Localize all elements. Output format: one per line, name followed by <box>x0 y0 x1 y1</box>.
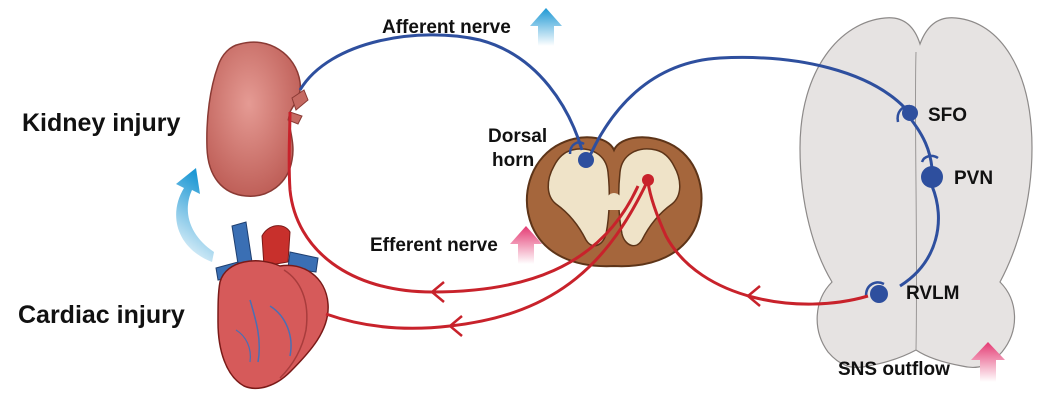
afferent-kidney-to-dorsal-horn-line <box>298 33 584 151</box>
heart-icon <box>215 221 329 390</box>
dorsal-horn-neuron-icon <box>578 152 594 168</box>
rvlm-neuron-icon <box>870 285 888 303</box>
spinal-cord-icon <box>525 136 703 268</box>
afferent-pathway <box>298 33 940 297</box>
synapse-rvlm-icon <box>864 281 885 297</box>
up-arrow-icon-sns <box>971 342 1005 382</box>
chevron-left-icon-kidney <box>430 281 445 303</box>
pvn-neuron-icon <box>921 166 943 188</box>
up-arrow-icon-efferent <box>510 226 542 264</box>
sfo-label: SFO <box>928 105 967 126</box>
efferent-spinal-to-kidney-line <box>287 111 640 294</box>
chevron-left-icon-rvlm <box>746 285 761 307</box>
dorsal-horn-label-line1: Dorsal <box>488 126 547 147</box>
brain-icon <box>799 17 1033 369</box>
synapse-pvn-icon <box>920 154 939 163</box>
cardiac-injury-label: Cardiac injury <box>18 301 185 329</box>
dorsal-horn-label-line2: horn <box>492 150 534 171</box>
sfo-neuron-icon <box>902 105 918 121</box>
sns-outflow-label: SNS outflow <box>838 359 950 380</box>
synapse-dorsal-horn-icon <box>568 141 585 155</box>
efferent-pathway <box>287 111 869 337</box>
rvlm-label: RVLM <box>906 283 959 304</box>
chevron-left-icon-heart <box>448 315 463 337</box>
curved-arrow-icon <box>176 168 214 262</box>
afferent-dorsal-horn-to-sfo-line <box>586 55 907 161</box>
afferent-sfo-to-pvn-line <box>908 117 934 169</box>
efferent-rvlm-to-spinal-line <box>646 181 869 306</box>
up-arrow-icon-afferent <box>530 8 562 46</box>
afferent-pvn-to-rvlm-line <box>899 185 940 288</box>
spinal-efferent-neuron-icon <box>642 174 654 186</box>
efferent-nerve-label: Efferent nerve <box>370 235 498 256</box>
kidney-icon <box>206 41 309 197</box>
kidney-injury-label: Kidney injury <box>22 109 180 137</box>
afferent-nerve-label: Afferent nerve <box>382 17 511 38</box>
efferent-spinal-to-heart-line <box>325 179 650 330</box>
pvn-label: PVN <box>954 168 993 189</box>
